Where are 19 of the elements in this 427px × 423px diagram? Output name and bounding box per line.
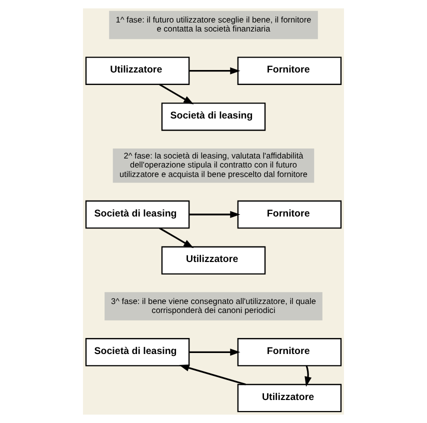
arrow [189, 67, 240, 74]
node-box: Utilizzatore [85, 56, 190, 85]
arrow [179, 364, 246, 386]
node-box: Società di leasing [161, 102, 266, 131]
arrow [304, 366, 312, 387]
node-box: Fornitore [237, 200, 342, 229]
node-box: Fornitore [237, 338, 342, 366]
node-box: 2^ fase: la società di leasing, valutata l'affidabilità dell'operazione stipula il contratto con il futuro utilizzatore e acquista il bene prescelto dal fornitore [112, 148, 314, 183]
node-box: Società di leasing [85, 338, 190, 366]
arrow [159, 84, 194, 104]
arrow [189, 348, 240, 356]
node-box: Società di leasing [85, 200, 190, 229]
arrow [159, 227, 194, 248]
node-box: Utilizzatore [161, 246, 266, 275]
node-box: 1^ fase: il futuro utilizzatore sceglie il bene, il fornitore e contatta la società finanziaria [109, 10, 318, 40]
node-box: 3^ fase: il bene viene consegnato all'utilizzatore, il quale corrisponderà dei canoni periodici [104, 292, 322, 320]
node-box: Utilizzatore [237, 384, 342, 412]
arrow [189, 210, 240, 218]
node-box: Fornitore [237, 56, 342, 85]
